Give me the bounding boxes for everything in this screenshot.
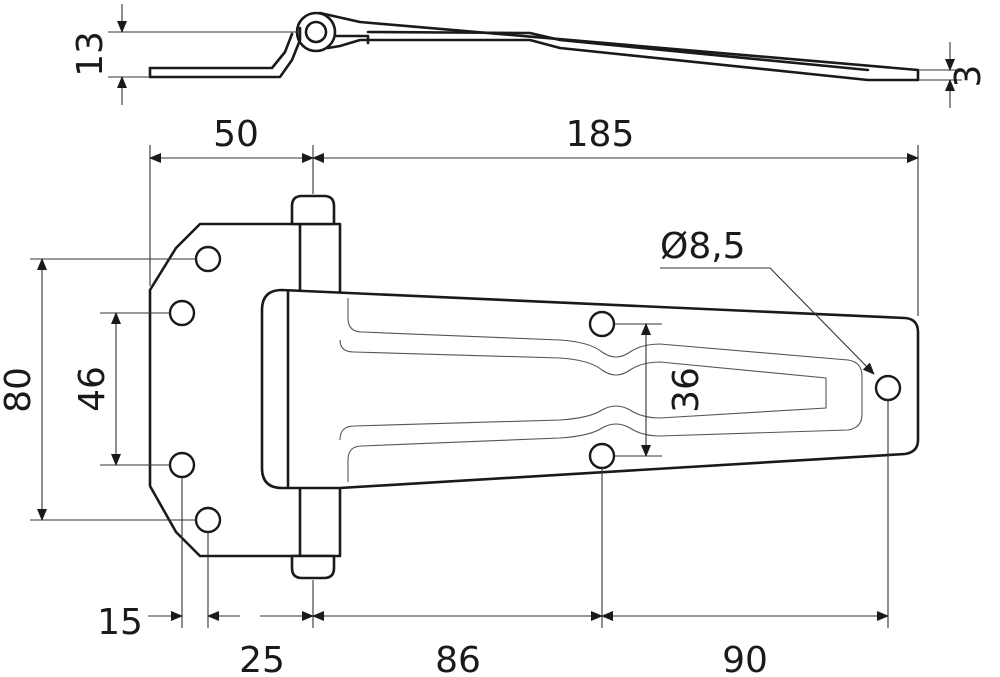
leaf-hole-1 xyxy=(588,310,616,338)
side-view-leaf xyxy=(318,11,920,82)
dim-leaf-thickness: 3 xyxy=(948,65,989,88)
side-view-base-plate-top xyxy=(148,32,294,70)
leaf-hole-end xyxy=(874,374,902,402)
side-view-pin-knuckle xyxy=(295,11,337,53)
dim-edge-to-hole: 15 xyxy=(97,602,143,643)
side-view-leaf-inner xyxy=(333,30,870,72)
dim-plate-height: 80 xyxy=(0,367,39,413)
pin-top xyxy=(290,194,336,226)
dim-pin-to-hole: 86 xyxy=(435,640,481,677)
front-view-dimensions: 50 185 80 46 36 Ø8,5 15 xyxy=(0,114,919,677)
dim-hole-diameter: Ø8,5 xyxy=(660,226,746,267)
plate-hole-1 xyxy=(194,245,222,273)
dim-hole-to-hole: 90 xyxy=(722,640,768,677)
side-view: 13 3 xyxy=(70,4,989,108)
dim-leaf-length: 185 xyxy=(566,114,635,155)
hinge-leaf xyxy=(260,288,920,490)
plate-hole-2 xyxy=(168,299,196,327)
side-view-pin xyxy=(304,20,328,44)
dim-pin-height: 13 xyxy=(70,31,111,77)
dim-pin-offset: 50 xyxy=(213,114,259,155)
plate-hole-3 xyxy=(168,451,196,479)
pin-bottom xyxy=(290,554,336,580)
dim-leaf-hole-spacing: 36 xyxy=(666,367,707,413)
leaf-rib-inner xyxy=(339,339,827,441)
leaf-rib-outer xyxy=(347,298,863,482)
dim-plate-hole-spacing: 46 xyxy=(72,366,113,412)
dim-hole-to-pin: 25 xyxy=(239,640,285,677)
front-view xyxy=(148,194,920,580)
plate-hole-4 xyxy=(194,506,222,534)
leaf-hole-2 xyxy=(588,442,616,470)
side-view-base-plate xyxy=(148,26,302,79)
